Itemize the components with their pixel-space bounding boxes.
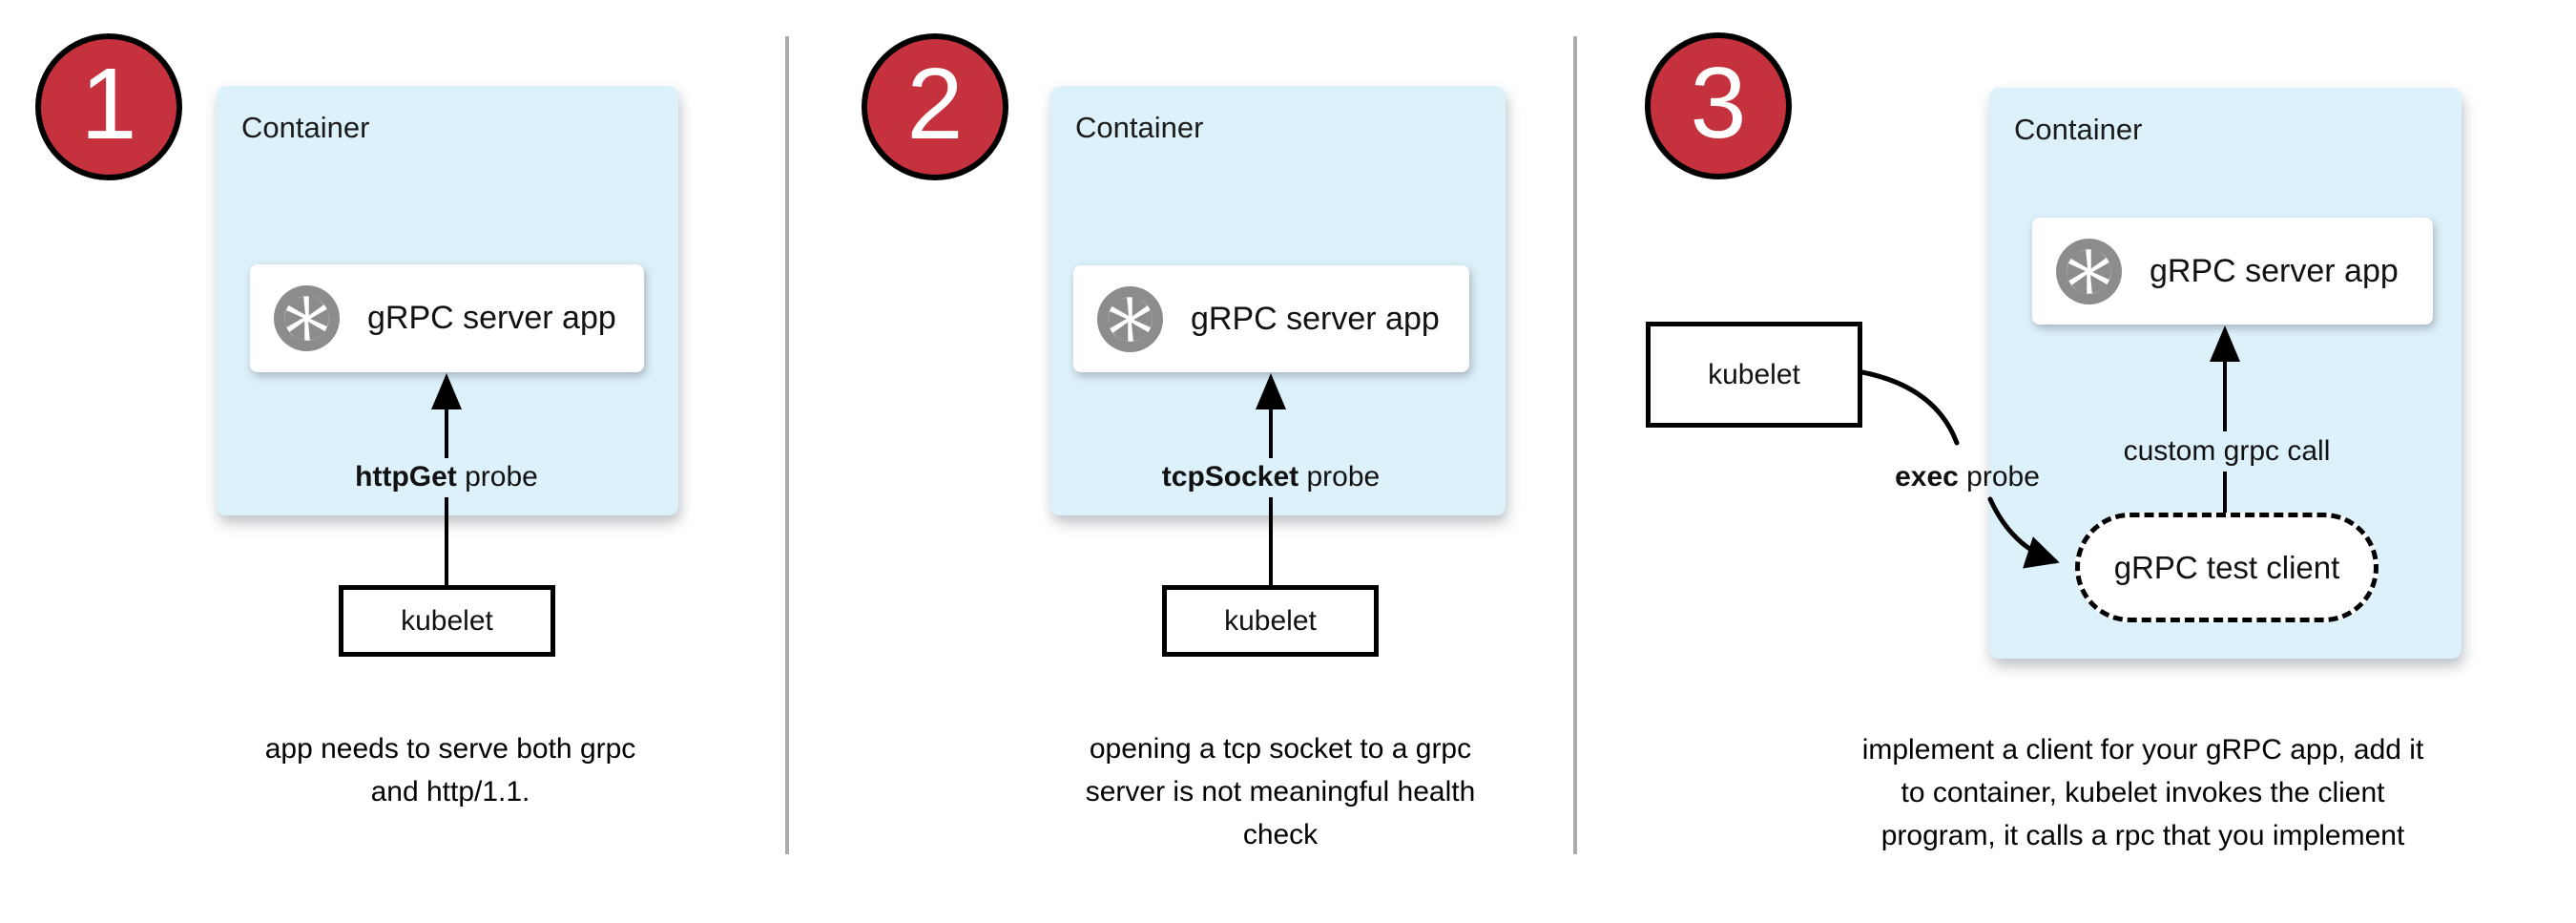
arrow-stem <box>1269 497 1273 585</box>
caption-3: implement a client for your gRPC app, ad… <box>1818 728 2467 857</box>
container-label: Container <box>241 111 370 144</box>
probe-name: httpGet <box>355 461 457 493</box>
arrow-stem <box>2223 472 2227 513</box>
container-label: Container <box>1075 111 1204 144</box>
kubelet-box-1: kubelet <box>339 585 555 657</box>
probe-name: tcpSocket <box>1161 461 1299 493</box>
caption-line: opening a tcp socket to a grpc <box>1089 733 1472 765</box>
caption-line: check <box>1242 819 1319 850</box>
arrow-up-head <box>431 373 462 409</box>
step-badge-3: 3 <box>1645 32 1792 179</box>
panel-divider-2 <box>1573 36 1577 854</box>
arrow-stem <box>445 497 448 585</box>
probe-label-1: httpGet probe <box>303 461 590 493</box>
probe-label-3: exec probe <box>1877 461 2058 493</box>
aperture-icon <box>274 285 340 351</box>
kubelet-box-2: kubelet <box>1162 585 1379 657</box>
exec-probe-curved-arrow <box>1859 369 2060 569</box>
grpc-server-app-box-1: gRPC server app <box>250 264 644 372</box>
kubelet-box-3: kubelet <box>1646 322 1862 428</box>
caption-2: opening a tcp socket to a grpc server is… <box>1032 727 1528 856</box>
step-number: 3 <box>1690 47 1747 159</box>
arrow-stem <box>445 407 448 458</box>
kubelet-label: kubelet <box>401 604 493 637</box>
arrow-stem <box>2223 359 2227 431</box>
caption-1: app needs to serve both grpc and http/1.… <box>212 727 689 813</box>
arrow-stem <box>1269 407 1273 458</box>
panel-divider-1 <box>785 36 789 854</box>
grpc-server-app-label: gRPC server app <box>2150 252 2399 289</box>
grpc-server-app-box-2: gRPC server app <box>1073 265 1469 372</box>
probe-name: exec <box>1895 461 1959 493</box>
arrow-up-head <box>2210 325 2240 362</box>
arrow-up-head <box>1256 373 1286 409</box>
grpc-test-client-box: gRPC test client <box>2075 513 2379 622</box>
caption-line: program, it calls a rpc that you impleme… <box>1880 820 2405 851</box>
grpc-server-app-label: gRPC server app <box>1191 300 1440 337</box>
caption-line: and http/1.1. <box>370 776 530 808</box>
grpc-server-app-box-3: gRPC server app <box>2032 218 2433 325</box>
probe-suffix: probe <box>456 461 538 493</box>
caption-line: app needs to serve both grpc <box>264 733 636 765</box>
probe-label-2: tcpSocket probe <box>1128 461 1414 493</box>
caption-line: server is not meaningful health <box>1085 776 1476 808</box>
step-badge-1: 1 <box>35 33 182 180</box>
aperture-icon <box>1097 285 1163 352</box>
kubelet-label: kubelet <box>1224 604 1317 637</box>
custom-grpc-call-label: custom grpc call <box>2123 435 2331 467</box>
caption-line: implement a client for your gRPC app, ad… <box>1861 734 2424 766</box>
probe-suffix: probe <box>1958 461 2040 493</box>
probe-suffix: probe <box>1298 461 1381 493</box>
caption-line: to container, kubelet invokes the client <box>1901 777 2385 808</box>
grpc-test-client-label: gRPC test client <box>2113 549 2340 585</box>
kubelet-label: kubelet <box>1708 358 1800 390</box>
container-label: Container <box>2014 113 2143 146</box>
step-badge-2: 2 <box>862 33 1008 180</box>
step-number: 1 <box>80 48 137 160</box>
aperture-icon <box>2056 238 2122 304</box>
step-number: 2 <box>906 48 964 160</box>
grpc-server-app-label: gRPC server app <box>367 300 616 336</box>
